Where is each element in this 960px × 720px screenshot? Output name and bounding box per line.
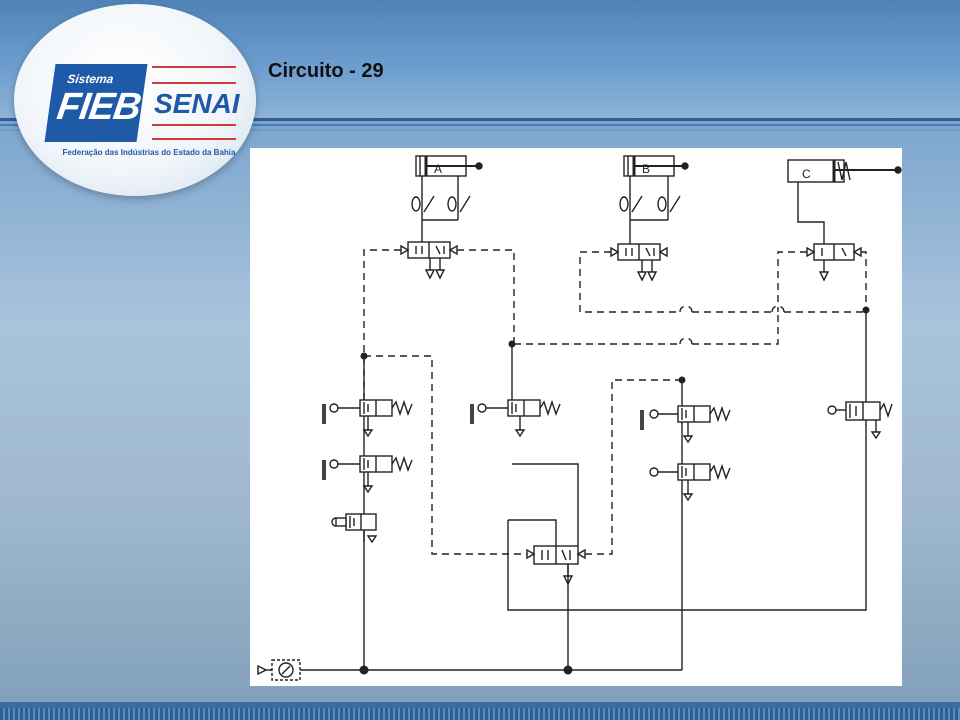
header-stripe: [0, 124, 960, 126]
footer-stripe: [0, 708, 960, 720]
slide-title: Circuito - 29: [268, 60, 384, 82]
cylinder-c: C: [787, 159, 902, 183]
logo-red-line: [152, 138, 236, 140]
flow-control-valve-a2: [447, 176, 471, 220]
logo-subtitle: Federação das Indústrias do Estado da Ba…: [62, 148, 236, 157]
logo-sistema-text: Sistema: [66, 72, 115, 86]
footer-band: [0, 702, 960, 708]
cylinder-b: B: [623, 155, 689, 177]
logo-red-line: [152, 124, 236, 126]
directional-valve-a: [400, 219, 458, 280]
header-stripe: [0, 118, 960, 121]
logo-fieb-text: FIEB: [54, 86, 143, 128]
pneumatic-circuit-diagram: A B: [250, 148, 902, 686]
logo-fieb-block: Sistema FIEB: [44, 64, 148, 142]
logo: Sistema FIEB SENAI Federação das Indústr…: [14, 4, 256, 196]
flow-control-valve-a1: [411, 176, 435, 220]
roller-valve-a1: [322, 455, 413, 494]
directional-valve-b: [610, 219, 668, 282]
supply-lines: [270, 308, 867, 671]
roller-valve-a0: [322, 399, 413, 438]
cylinder-label-c: C: [802, 167, 811, 181]
junction-dots: [359, 306, 870, 675]
header-stripe: [0, 129, 960, 131]
logo-red-line: [152, 82, 236, 84]
logo-red-line: [152, 66, 236, 68]
memory-valve: [526, 545, 586, 586]
cylinder-label-a: A: [434, 162, 442, 176]
directional-valve-c: [797, 182, 862, 282]
logo-senai-text: SENAI: [154, 88, 240, 119]
roller-valve-c0: [649, 463, 731, 502]
start-button-valve: [331, 513, 378, 544]
flow-control-valve-b2: [657, 176, 681, 220]
cylinder-a: A: [415, 155, 483, 177]
roller-valve-b0: [470, 399, 561, 438]
pilot-lines: [363, 249, 867, 555]
air-supply-unit: [257, 659, 301, 681]
roller-valve-b1: [640, 405, 731, 444]
cylinder-label-b: B: [642, 162, 650, 176]
roller-valve-c1: [827, 401, 893, 440]
flow-control-valve-b1: [619, 176, 643, 220]
